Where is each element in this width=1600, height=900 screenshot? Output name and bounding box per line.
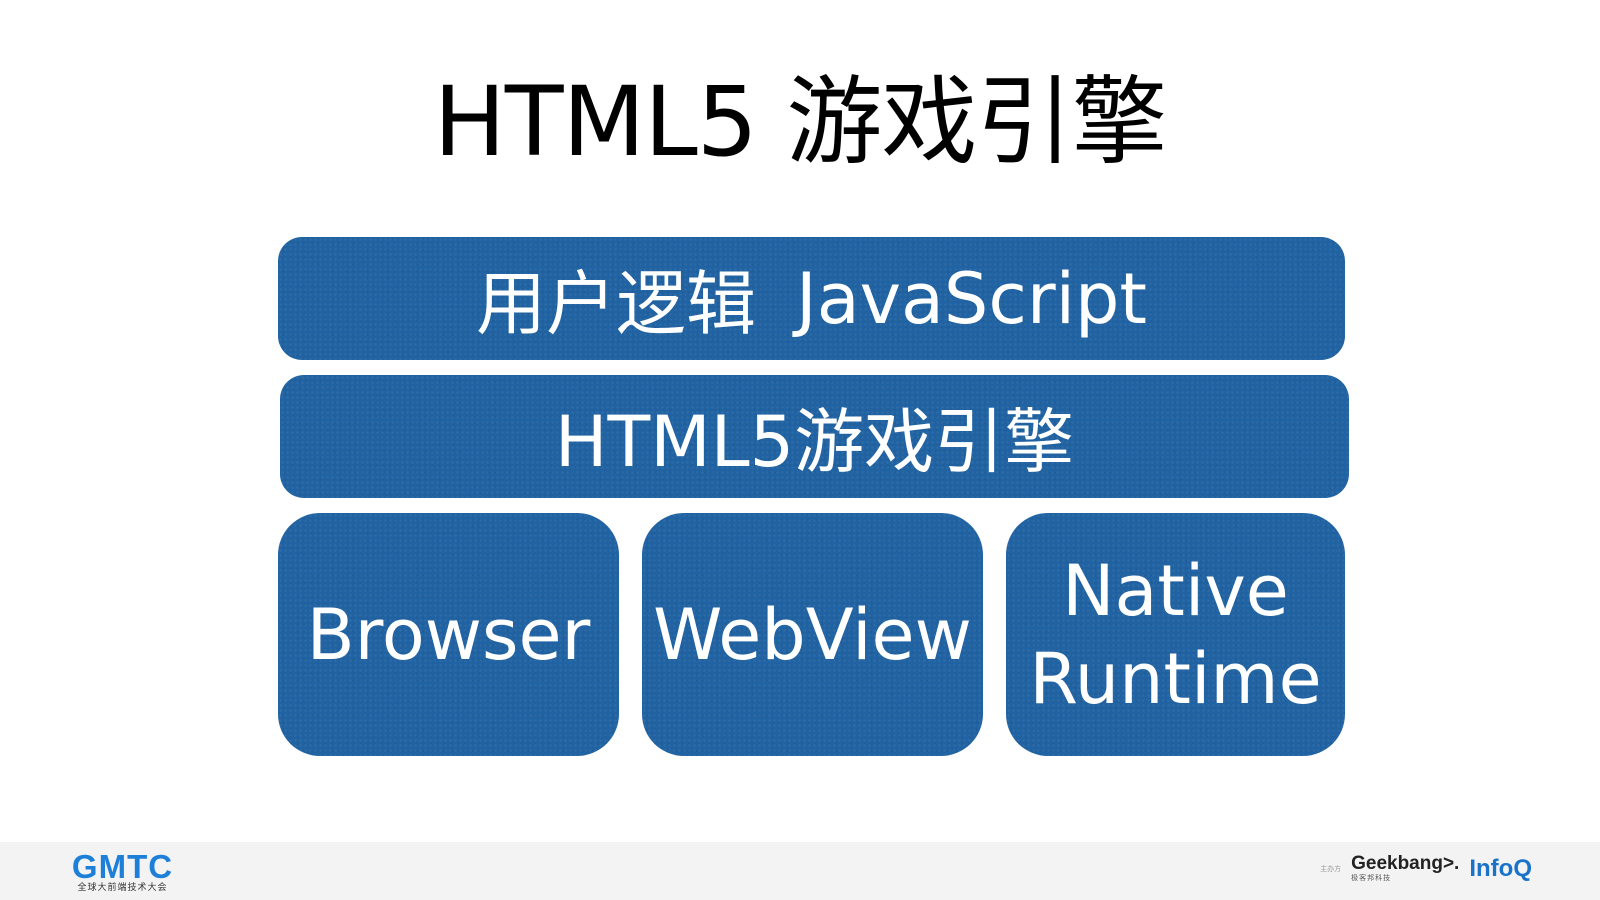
gmtc-logo-mark: GMTC <box>71 848 174 885</box>
javascript-label: JavaScript <box>796 257 1147 340</box>
gmtc-logo: GMTC 全球大前端技术大会 <box>70 848 175 894</box>
native-runtime-tile: Native Runtime <box>1006 513 1345 756</box>
geekbang-logo-word: Geekbang>. <box>1351 853 1460 874</box>
user-logic-label: 用户逻辑 <box>476 263 757 345</box>
engine-layer: HTML5游戏引擎 <box>280 375 1349 498</box>
user-logic-layer: 用户逻辑 JavaScript <box>278 237 1345 360</box>
runtime-label: Browser <box>306 593 591 676</box>
runtime-label-line2: Runtime <box>1029 637 1322 720</box>
slide-title: HTML5 游戏引擎 <box>433 66 1168 178</box>
infoq-logo: InfoQ <box>1469 854 1532 882</box>
engine-label: HTML5游戏引擎 <box>554 401 1075 483</box>
sponsor-caption: 主办方 <box>1320 864 1342 873</box>
runtime-label: WebView <box>653 593 972 676</box>
geekbang-logo: Geekbang>. 极客邦科技 <box>1351 854 1459 883</box>
gmtc-logo-subtitle: 全球大前端技术大会 <box>77 883 168 893</box>
footer-bar: GMTC 全球大前端技术大会 主办方 Geekbang>. 极客邦科技 Info… <box>0 842 1600 900</box>
webview-runtime-tile: WebView <box>642 513 983 756</box>
browser-runtime-tile: Browser <box>278 513 619 756</box>
sponsor-logos: 主办方 Geekbang>. 极客邦科技 InfoQ <box>1320 854 1532 883</box>
runtime-label-line1: Native <box>1062 549 1289 632</box>
geekbang-logo-subtitle: 极客邦科技 <box>1351 874 1392 882</box>
